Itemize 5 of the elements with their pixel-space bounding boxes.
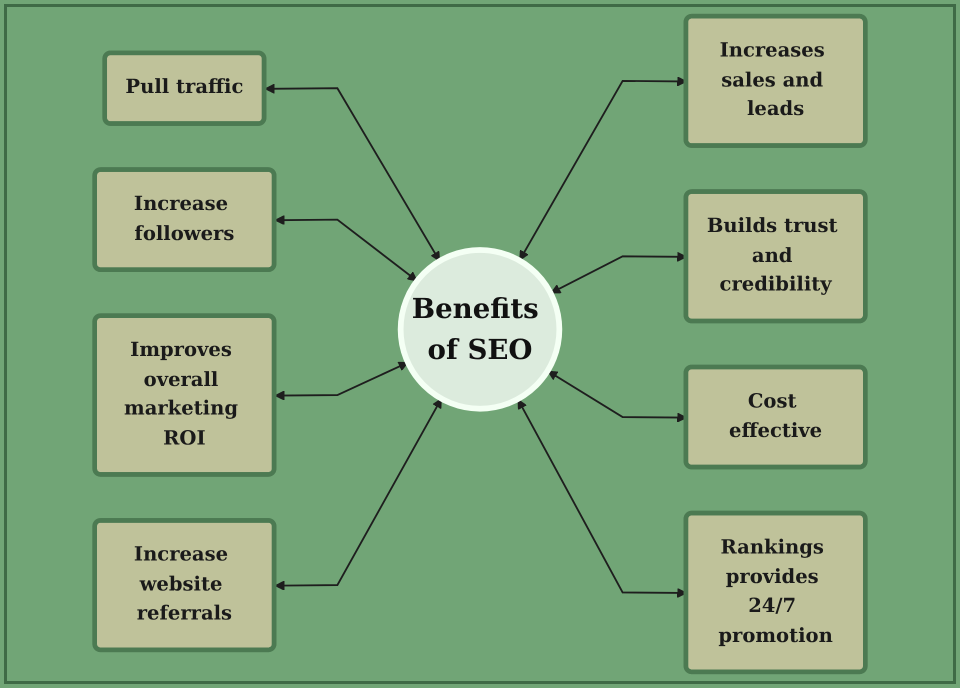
arrow [274, 362, 408, 401]
arrow [274, 215, 418, 282]
arrow [274, 398, 442, 591]
node-circle: Benefits of SEO [398, 247, 562, 412]
arrow [264, 84, 440, 262]
